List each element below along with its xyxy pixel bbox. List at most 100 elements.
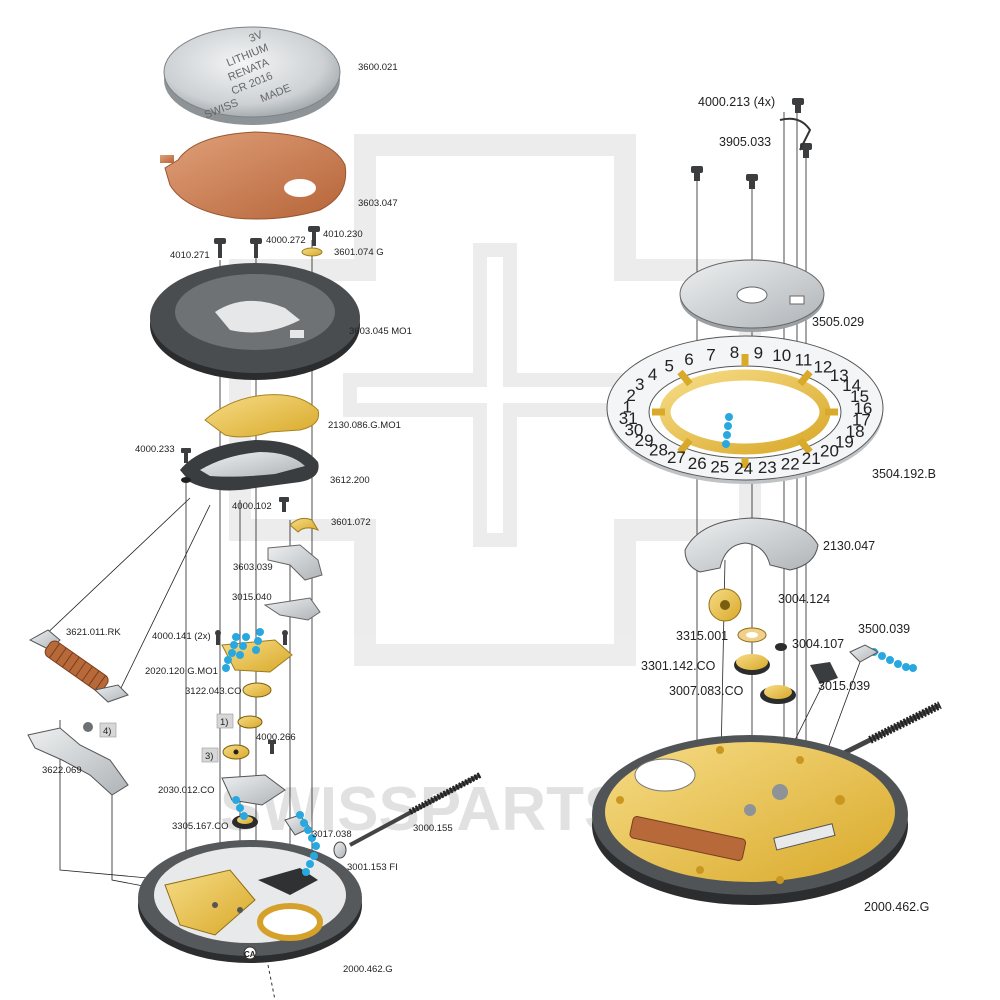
label-hour-wheel: 3301.142.CO [641, 659, 716, 673]
battery-cell: 3V LITHIUM RENATA CR 2016 SWISS MADE [163, 26, 341, 125]
date-digit: 20 [820, 442, 839, 461]
date-digit: 23 [758, 458, 777, 477]
label-jumper: 3500.039 [858, 622, 910, 636]
label-lever: 3015.039 [818, 679, 870, 693]
date-digit: 12 [813, 358, 832, 377]
label-screw-f: 4000.266 [256, 732, 296, 743]
label-wheel-c: 3305.167.CO [172, 821, 229, 832]
date-digit: 21 [802, 449, 821, 468]
label-step-4: 4) [103, 726, 111, 737]
date-digit: 1 [622, 397, 631, 416]
label-plate: 3612.200 [330, 475, 370, 486]
spring-part [289, 517, 320, 533]
circuit-plate [27, 722, 129, 796]
watermark-text: SWISSPARTS [220, 775, 625, 844]
label-washer: 3315.001 [676, 629, 728, 643]
step-box-3 [201, 747, 219, 763]
small-screws [181, 448, 289, 512]
step-boxes [99, 713, 234, 763]
date-digit: 13 [830, 366, 849, 385]
date-digit: 27 [667, 448, 686, 467]
date-digit: 8 [730, 343, 739, 362]
label-spring: 3601.072 [331, 517, 371, 528]
label-wheel-a: 3122.043.CO [185, 686, 242, 697]
insulator-disc [160, 131, 347, 220]
date-digit: 19 [835, 432, 854, 451]
date-digit: 15 [850, 387, 869, 406]
date-digit: 5 [664, 357, 673, 376]
label-setting-lever: 3603.039 [233, 562, 273, 573]
label-step-3: 3) [205, 751, 213, 762]
right-stem [828, 701, 942, 763]
label-pinion: 3004.124 [778, 592, 830, 606]
label-screw-e: 4000.102 [232, 501, 272, 512]
label-ca: CA [244, 950, 256, 959]
date-digit: 31 [619, 409, 638, 428]
date-digit: 6 [684, 350, 693, 369]
label-battery: 3600.021 [358, 62, 398, 73]
date-digit: 14 [842, 376, 861, 395]
step-box-4 [99, 722, 117, 738]
date-digit: 25 [710, 458, 729, 477]
date-plate [684, 517, 819, 573]
label-date-plate: 2130.047 [823, 539, 875, 553]
date-digit: 30 [624, 421, 643, 440]
label-step-1: 1) [220, 717, 228, 728]
right-wheels [708, 588, 880, 704]
label-wheel-b: 2030.012.CO [158, 785, 215, 796]
left-stem [333, 772, 482, 859]
blue-markers-left [222, 628, 320, 876]
label-screw-a: 4010.271 [170, 250, 210, 261]
date-digit: 17 [852, 411, 871, 430]
label-screws-4x: 4000.213 (4x) [698, 95, 775, 109]
label-screw-c: 4010.230 [323, 229, 363, 240]
date-digit: 2 [626, 386, 635, 405]
watermark: SWISSPARTS [220, 134, 761, 844]
right-mainplate [592, 735, 908, 905]
label-intermediate: 3007.083.CO [669, 684, 744, 698]
label-spring-right: 3905.033 [719, 135, 771, 149]
date-digit: 26 [688, 454, 707, 473]
label-mainplate-left: 2000.462.G [343, 964, 393, 975]
label-coil: 3621.011.RK [66, 627, 121, 638]
label-date-disc: 3504.192.B [872, 467, 936, 481]
date-digit: 29 [635, 431, 654, 450]
step-box-1 [216, 713, 234, 729]
label-mainplate-right: 2000.462.G [864, 900, 929, 914]
label-screw-d: 4000.233 [135, 444, 175, 455]
date-digit: 18 [846, 422, 865, 441]
label-yoke: 3015.040 [232, 592, 272, 603]
date-digit: 7 [706, 346, 715, 365]
date-digit: 28 [649, 440, 668, 459]
label-clutch: 3017.038 [312, 829, 352, 840]
label-screw-b: 4000.272 [266, 235, 306, 246]
date-digit: 24 [734, 459, 753, 478]
date-digit: 22 [781, 455, 800, 474]
left-labels: 3600.021 3603.047 4010.271 4000.272 4010… [42, 62, 453, 975]
label-battery-holder: 3603.045 MO1 [349, 326, 412, 337]
label-crown-part: 3001.153 FI [347, 862, 398, 873]
date-digit: 11 [795, 351, 813, 370]
label-stem: 3000.155 [413, 823, 453, 834]
train-bridge [215, 630, 293, 673]
label-train-bridge: 2020.120.G.MO1 [145, 666, 218, 677]
date-digit: 9 [754, 343, 763, 362]
right-screws [691, 98, 812, 189]
left-mainplate [138, 840, 362, 963]
setting-lever [267, 544, 323, 581]
battery-text-1: 3V [247, 29, 265, 45]
coil-assembly [28, 629, 129, 703]
date-digit: 4 [648, 365, 657, 384]
label-dial-plate: 3505.029 [812, 315, 864, 329]
steel-plate [180, 440, 319, 491]
label-insulator: 3603.047 [358, 198, 398, 209]
label-bridge: 2130.086.G.MO1 [328, 420, 401, 431]
label-small-wheel: 3004.107 [792, 637, 844, 651]
date-digit: 10 [772, 346, 791, 365]
dial-plate [679, 259, 825, 332]
label-circuit: 3622.069 [42, 765, 82, 776]
